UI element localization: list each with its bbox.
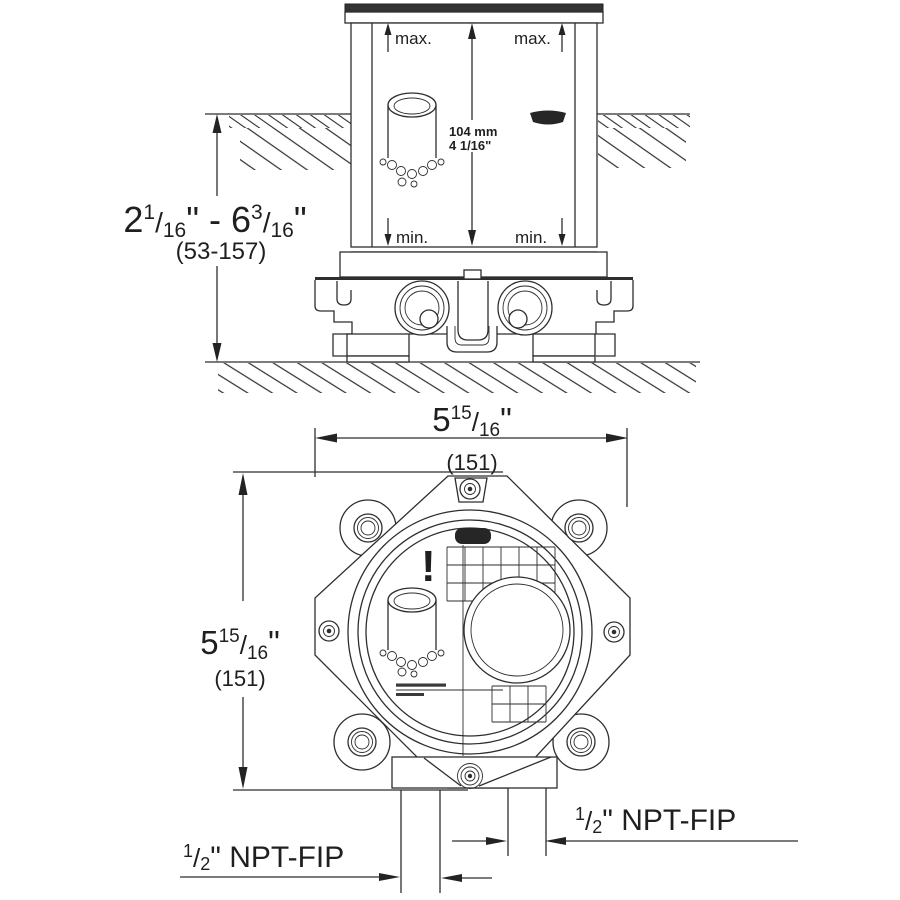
depth-dimension: 21/16" - 63/16" (53-157): [123, 114, 307, 362]
height-dimension-label: 515/16": [200, 624, 280, 664]
ear-bolt-holes: [347, 513, 596, 757]
label-max-left: max.: [395, 29, 432, 48]
ring-interior: !: [379, 528, 571, 756]
dim-104mm-line1: 104 mm: [449, 124, 497, 139]
mounting-bracket: [314, 269, 634, 363]
floor-hatch: [205, 361, 700, 393]
ground-hatch-upper: [205, 113, 690, 170]
elevation-view: max. max. min. min. 104 mm 4 1/16": [123, 3, 700, 393]
valve-cartridge-side: [379, 92, 445, 188]
valve-cartridge-plan: [379, 587, 445, 678]
label-max-right: max.: [514, 29, 551, 48]
width-dimension-metric: (151): [446, 450, 497, 475]
fixing-screws: [318, 477, 625, 643]
port-left-label: 1/2" NPT-FIP: [183, 841, 344, 874]
port-left-callout: 1/2" NPT-FIP: [180, 841, 492, 882]
height-dimension: 515/16" (151): [200, 471, 503, 791]
warning-mark: !: [421, 542, 436, 591]
clamp-detail: [455, 528, 491, 544]
width-dimension: 515/16" (151): [314, 401, 628, 507]
center-height-dimension: 104 mm 4 1/16": [449, 23, 497, 246]
depth-dimension-metric: (53-157): [176, 238, 267, 265]
plan-view: 515/16" (151) 515/16" (151): [180, 401, 798, 893]
rough-in-housing-box: [339, 3, 608, 278]
fine-print: [396, 683, 503, 696]
label-min-right: min.: [515, 228, 547, 247]
port-right-label: 1/2" NPT-FIP: [575, 804, 736, 837]
height-dimension-metric: (151): [214, 666, 265, 691]
grohe-logo: [530, 110, 566, 125]
width-dimension-label: 515/16": [432, 401, 512, 441]
grid-lower: [491, 685, 547, 723]
port-right-callout: 1/2" NPT-FIP: [452, 804, 798, 845]
max-min-arrows: [384, 23, 566, 246]
depth-dimension-label: 21/16" - 63/16": [123, 199, 306, 242]
dim-104mm-line2: 4 1/16": [449, 138, 491, 153]
bottom-boss: [391, 756, 558, 789]
pipe-stubs: [400, 788, 547, 893]
label-min-left: min.: [396, 228, 428, 247]
